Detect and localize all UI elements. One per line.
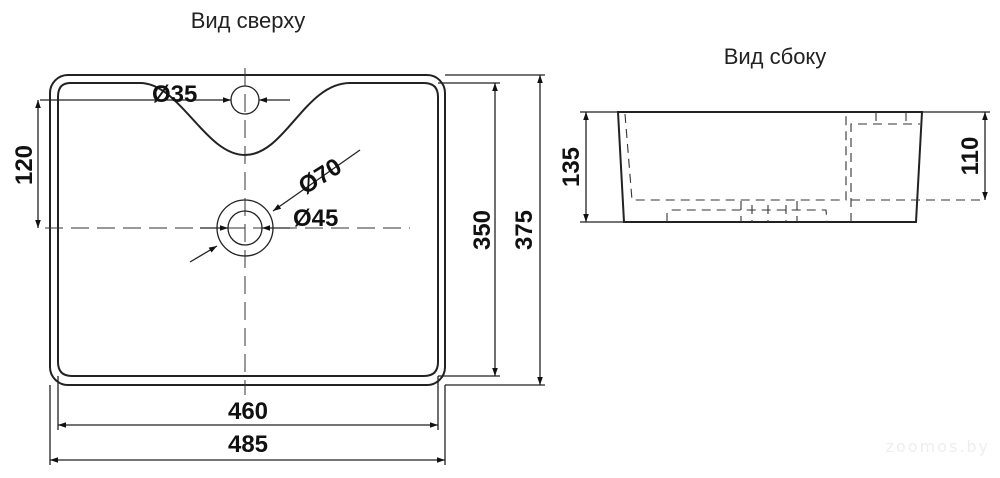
tap-hole-diameter-label: Ø35 — [152, 81, 197, 108]
inner-depth-label: 350 — [469, 210, 496, 250]
inner-width-label: 460 — [228, 398, 268, 425]
overflow-leader-left — [189, 245, 218, 263]
outer-rim — [49, 74, 446, 386]
drain-pipe-hidden-line — [740, 201, 798, 222]
tap-hidden-line — [875, 112, 907, 124]
inner-bowl — [57, 82, 439, 377]
bowl-depth-label: 110 — [957, 137, 984, 176]
outer-depth-label: 375 — [511, 210, 538, 250]
side-outline — [616, 111, 924, 223]
top-view: Ø35 Ø70 Ø45 120 350 375 460 485 — [11, 68, 545, 465]
bowl-hidden-line — [624, 113, 847, 201]
outer-width-label: 485 — [228, 431, 268, 458]
overflow-leader-right — [272, 149, 361, 212]
top-view-title: Вид сверху — [191, 8, 306, 33]
watermark: zoomos.by — [886, 437, 990, 456]
drain-diameter-label: Ø45 — [293, 205, 338, 232]
side-view: 135 110 — [558, 111, 990, 223]
overflow-diameter-label: Ø70 — [294, 153, 347, 200]
drain-hidden-line — [666, 209, 828, 223]
total-height-label: 135 — [558, 147, 585, 187]
deck-hidden-line — [850, 123, 920, 222]
tap-to-drain-label: 120 — [11, 145, 38, 185]
side-view-title: Вид сбоку — [724, 44, 827, 69]
